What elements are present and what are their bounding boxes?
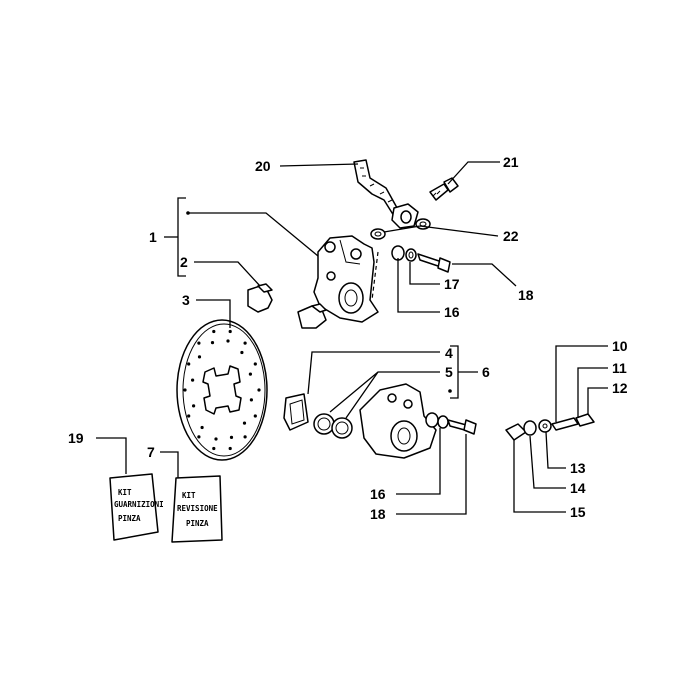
- callout-7: 7: [147, 444, 155, 460]
- brake-disc: [176, 319, 268, 461]
- callout-2: 2: [180, 254, 188, 270]
- disc-hole: [228, 329, 232, 334]
- disc-hole: [187, 414, 191, 418]
- disc-hole: [229, 435, 234, 439]
- disc-hole: [197, 341, 201, 345]
- leader-lines: [96, 161, 608, 515]
- callout-numbers: 1 2 3 4 5 6 7 10 11 12 13 14 15 16 16 17…: [68, 154, 628, 522]
- callout-18-lower: 18: [370, 506, 386, 522]
- bleeder-screw-assembly: [505, 413, 595, 441]
- disc-hole: [200, 425, 204, 430]
- callout-17: 17: [444, 276, 460, 292]
- disc-hole: [192, 404, 196, 408]
- overhaul-kit-line1: KIT: [182, 491, 196, 500]
- gasket-kit-line2: GUARNIZIONI: [114, 500, 164, 509]
- disc-hole: [197, 435, 201, 439]
- callout-14: 14: [570, 480, 586, 496]
- upper-brake-caliper: [313, 235, 379, 323]
- callout-19: 19: [68, 430, 84, 446]
- disc-hole: [226, 339, 230, 343]
- callout-5: 5: [445, 364, 453, 380]
- disc-hole: [183, 388, 187, 392]
- gasket-kit-line1: KIT: [118, 488, 132, 497]
- disc-hole: [253, 362, 257, 366]
- callout-15: 15: [570, 504, 586, 520]
- callout-21: 21: [503, 154, 519, 170]
- disc-hole: [228, 446, 232, 451]
- callout-10: 10: [612, 338, 628, 354]
- callout-22: 22: [503, 228, 519, 244]
- disc-hole: [242, 421, 247, 425]
- disc-hole: [243, 435, 247, 439]
- callout-13: 13: [570, 460, 586, 476]
- banjo-bolt: [429, 177, 459, 201]
- disc-hole: [212, 446, 216, 451]
- callout-11: 11: [612, 360, 627, 376]
- callout-3: 3: [182, 292, 190, 308]
- lower-brake-caliper: [283, 383, 477, 459]
- upper-mounting-hardware: [391, 245, 451, 273]
- overhaul-kit-line2: REVISIONE: [177, 504, 218, 513]
- disc-hole: [249, 398, 253, 402]
- brake-hose: [353, 159, 419, 229]
- overhaul-kit-line3: PINZA: [186, 519, 209, 528]
- gasket-kit-line3: PINZA: [118, 514, 141, 523]
- disc-hole: [191, 378, 195, 382]
- callout-4: 4: [445, 345, 453, 361]
- disc-hole: [197, 355, 202, 359]
- disc-hole: [240, 350, 244, 355]
- callout-18-upper: 18: [518, 287, 534, 303]
- callout-16-lower: 16: [370, 486, 386, 502]
- disc-hole: [257, 388, 261, 392]
- disc-ventilation-holes: [183, 329, 261, 451]
- disc-hole: [253, 414, 257, 418]
- disc-hole: [214, 437, 218, 441]
- gasket-kit-bag: KIT GUARNIZIONI PINZA: [109, 473, 164, 541]
- callout-16-upper: 16: [444, 304, 460, 320]
- callout-1: 1: [149, 229, 157, 245]
- callout-20: 20: [255, 158, 271, 174]
- callout-12: 12: [612, 380, 628, 396]
- disc-hole: [248, 372, 252, 376]
- overhaul-kit-bag: KIT REVISIONE PINZA: [171, 475, 223, 543]
- disc-hole: [210, 341, 215, 345]
- brake-pads: [247, 283, 327, 329]
- disc-hole: [243, 341, 247, 345]
- disc-hole: [212, 329, 216, 334]
- callout-6: 6: [482, 364, 490, 380]
- disc-hole: [187, 362, 191, 366]
